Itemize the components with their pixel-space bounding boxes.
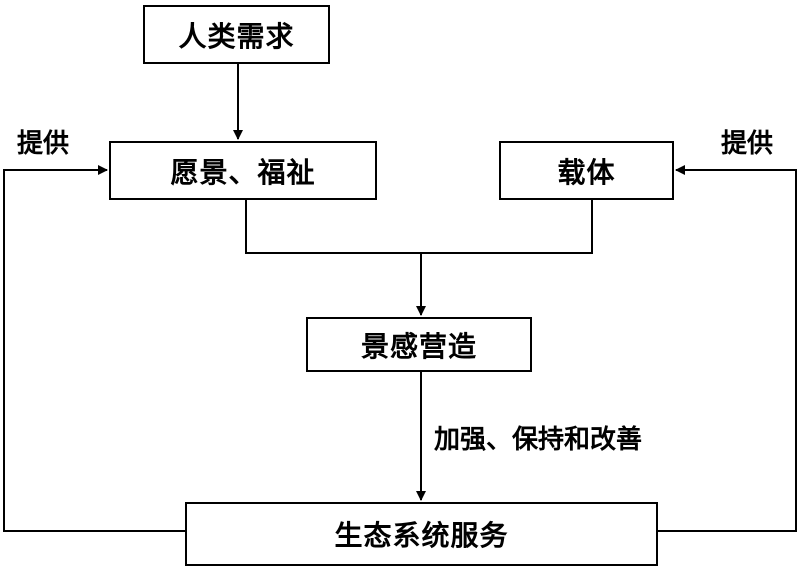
node-carrier: 载体 bbox=[499, 141, 674, 200]
feedback-left bbox=[3, 165, 185, 532]
edge-label-provide-right: 提供 bbox=[721, 129, 774, 159]
node-vision-welfare-label: 愿景、福祉 bbox=[170, 155, 316, 189]
node-ecosystem-services-label: 生态系统服务 bbox=[334, 519, 509, 552]
node-ecosystem-services: 生态系统服务 bbox=[185, 502, 658, 566]
node-human-needs-label: 人类需求 bbox=[178, 19, 295, 53]
node-human-needs: 人类需求 bbox=[143, 5, 330, 64]
node-landscape-creation: 景感营造 bbox=[306, 317, 532, 372]
edge-label-provide-left: 提供 bbox=[17, 129, 70, 159]
node-landscape-creation-label: 景感营造 bbox=[360, 329, 477, 363]
edge-label-strengthen: 加强、保持和改善 bbox=[434, 425, 643, 455]
feedback-right bbox=[658, 165, 797, 532]
node-vision-welfare: 愿景、福祉 bbox=[109, 141, 377, 200]
node-carrier-label: 载体 bbox=[557, 155, 616, 189]
merge-line bbox=[245, 200, 593, 254]
